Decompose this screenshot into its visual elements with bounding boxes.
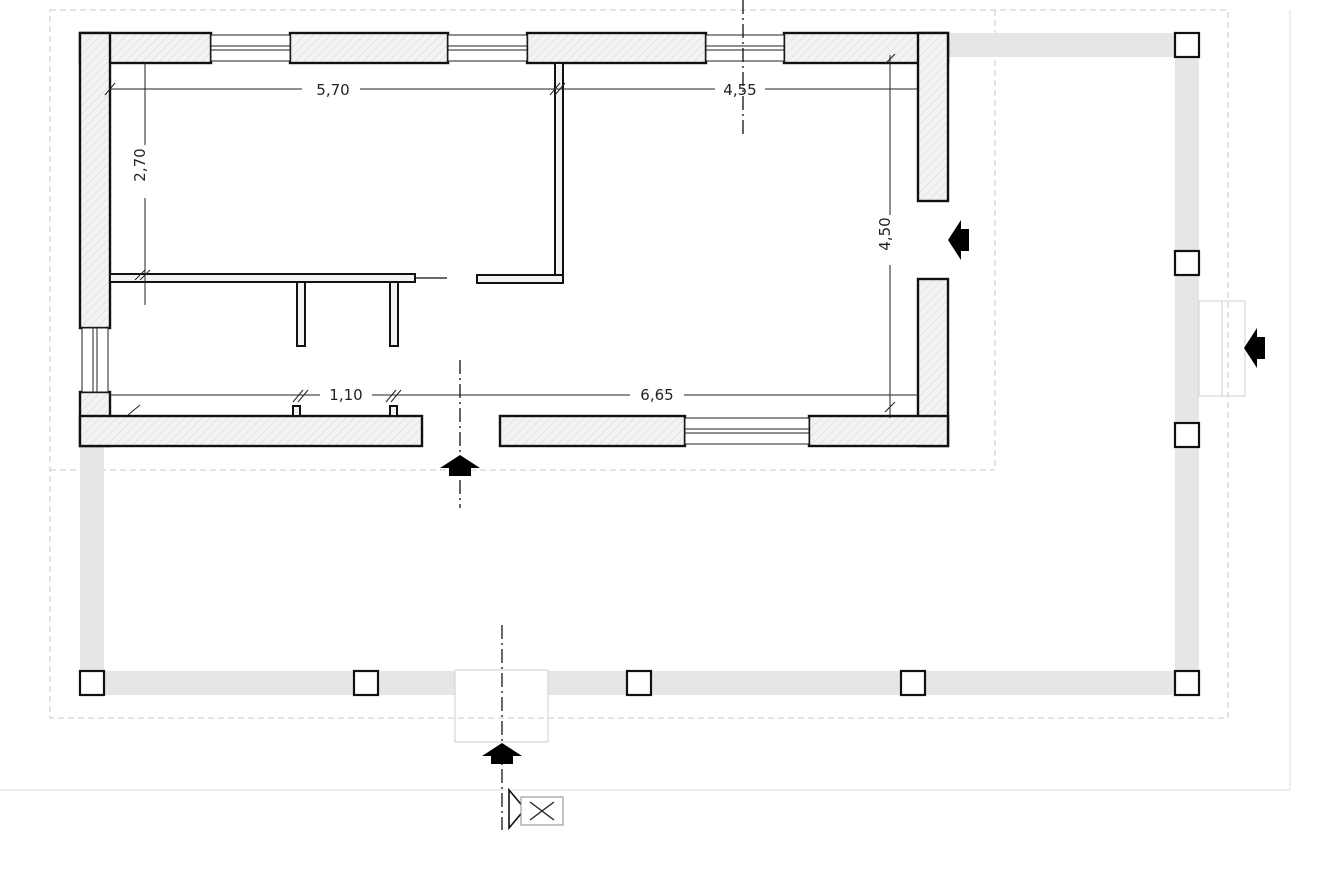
interior-walls: [109, 62, 564, 417]
section-marker-icon: [508, 787, 564, 831]
partition-stub-1: [296, 281, 306, 347]
wall-bottom-right: [807, 414, 950, 448]
window-bottom: [684, 417, 810, 445]
porch-outlines: [454, 300, 1246, 743]
axis-lines: [459, 0, 744, 830]
dim-top-right: 4,55: [723, 81, 756, 99]
dim-bottom-large: 6,65: [640, 386, 673, 404]
terrace-strips: [80, 33, 1199, 695]
exterior-walls: [78, 31, 950, 448]
dimension-labels: 5,70 4,55 2,70 4,50 1,10 6,65: [131, 81, 894, 404]
window-top-2: [447, 34, 528, 62]
dimension-lines: [104, 53, 918, 418]
wall-left-upper: [78, 31, 112, 330]
wall-right-upper: [916, 31, 950, 203]
post: [1173, 31, 1201, 59]
wall-bottom-left: [78, 414, 424, 448]
entrance-arrows: [440, 220, 1265, 764]
post: [1173, 249, 1201, 277]
dim-left-height: 2,70: [131, 148, 149, 181]
posts: [78, 31, 1201, 697]
partition-horizontal-left: [109, 273, 416, 283]
site-boundary: [0, 9, 1291, 791]
windows: [81, 34, 810, 445]
partition-horizontal-right: [476, 274, 564, 284]
pier-2: [389, 405, 398, 417]
window-top-3: [705, 34, 785, 62]
dim-top-left: 5,70: [316, 81, 349, 99]
arrow-icon: [440, 455, 480, 476]
window-left: [81, 327, 109, 393]
partition-stub-2: [389, 281, 399, 347]
dim-bottom-small: 1,10: [329, 386, 362, 404]
arrow-icon: [948, 220, 969, 260]
wall-bottom-mid: [498, 414, 687, 448]
arrow-icon: [482, 743, 522, 764]
post: [625, 669, 653, 697]
post: [352, 669, 380, 697]
wall-top-2: [288, 31, 450, 65]
partition-vertical: [554, 62, 564, 284]
dim-right-height: 4,50: [876, 217, 894, 250]
post: [899, 669, 927, 697]
post: [78, 669, 106, 697]
arrow-icon: [1244, 328, 1265, 368]
pier-1: [292, 405, 301, 417]
window-top-1: [210, 34, 291, 62]
wall-top-3: [525, 31, 708, 65]
post: [1173, 669, 1201, 697]
post: [1173, 421, 1201, 449]
